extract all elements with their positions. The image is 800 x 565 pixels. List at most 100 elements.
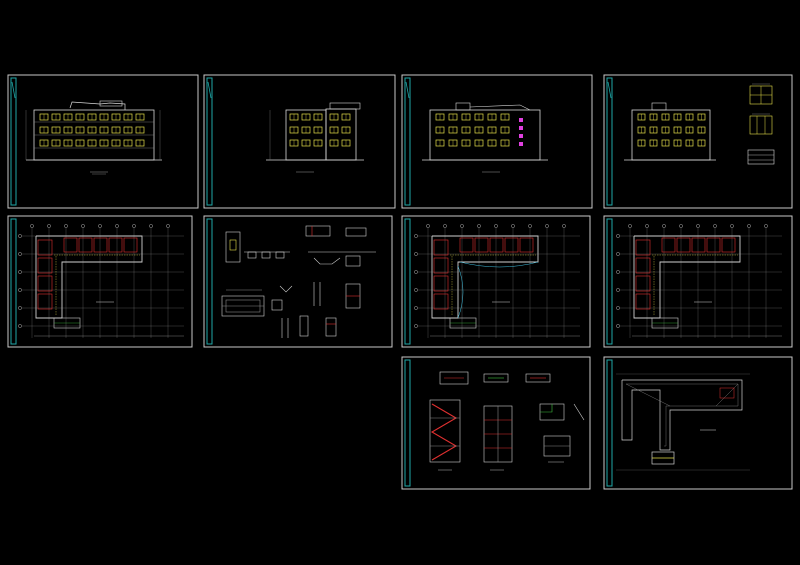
sheet-frame	[7, 215, 193, 348]
axis-bubble	[18, 270, 22, 274]
title-strip	[404, 218, 411, 345]
room	[37, 257, 53, 274]
axis-bubble	[645, 224, 649, 228]
sheet-3-elevation[interactable]	[401, 74, 593, 209]
signage	[519, 118, 523, 146]
canopy-curve	[457, 265, 464, 319]
room	[635, 275, 651, 292]
sheet-frame	[401, 74, 593, 209]
window-details	[747, 83, 775, 165]
building-elevation	[266, 102, 364, 161]
room	[635, 293, 651, 310]
axis-bubble	[18, 252, 22, 256]
room	[661, 237, 676, 253]
title-strip	[404, 359, 411, 487]
axis-bubble	[616, 252, 620, 256]
axis-bubble	[132, 224, 136, 228]
room	[474, 237, 489, 253]
room	[123, 237, 138, 253]
axis-bubble	[713, 224, 717, 228]
title-strip	[606, 77, 613, 206]
room	[706, 237, 721, 253]
exterior-wall	[633, 235, 741, 319]
canopy-curve	[459, 261, 539, 268]
sheet-10-roof-plan[interactable]	[603, 356, 793, 490]
axis-bubble	[494, 224, 498, 228]
axis-bubble	[18, 234, 22, 238]
axis-bubble	[460, 224, 464, 228]
room	[93, 237, 108, 253]
axis-bubble	[764, 224, 768, 228]
room	[433, 293, 449, 310]
axis-bubble	[528, 224, 532, 228]
axis-bubble	[414, 270, 418, 274]
sheet-frame	[203, 215, 393, 348]
sheet-4-elevation-details[interactable]	[603, 74, 793, 209]
construction-details	[221, 225, 376, 338]
axis-bubble	[628, 224, 632, 228]
room	[635, 257, 651, 274]
axis-bubble	[414, 324, 418, 328]
axis-bubble	[414, 252, 418, 256]
axis-bubble	[562, 224, 566, 228]
room	[108, 237, 123, 253]
room	[459, 237, 474, 253]
sheet-8-floor-plan[interactable]	[603, 215, 793, 348]
title-strip	[404, 77, 411, 206]
room	[504, 237, 519, 253]
axis-bubble	[149, 224, 153, 228]
roof-outline	[616, 373, 750, 471]
title-strip	[206, 218, 213, 345]
title-strip	[606, 359, 613, 487]
sheet-frame	[401, 356, 591, 490]
room	[37, 239, 53, 256]
building-elevation	[624, 102, 716, 161]
sheet-9-stair-sections[interactable]	[401, 356, 591, 490]
axis-bubble	[115, 224, 119, 228]
room	[37, 275, 53, 292]
sheet-frame	[401, 215, 591, 348]
sheet-1-elevation[interactable]	[7, 74, 199, 209]
axis-bubble	[616, 288, 620, 292]
building-elevation	[422, 102, 548, 161]
room	[519, 237, 534, 253]
axis-bubble	[477, 224, 481, 228]
sheet-2-elevation[interactable]	[203, 74, 396, 209]
room	[489, 237, 504, 253]
exterior-wall	[431, 235, 539, 319]
axis-bubble	[18, 288, 22, 292]
sheet-frame	[7, 74, 199, 209]
axis-bubble	[414, 288, 418, 292]
title-strip	[606, 218, 613, 345]
axis-bubble	[730, 224, 734, 228]
exterior-wall	[35, 235, 143, 319]
title-strip	[206, 77, 213, 206]
axis-bubble	[98, 224, 102, 228]
axis-bubble	[443, 224, 447, 228]
room	[691, 237, 706, 253]
sheet-frame	[203, 74, 396, 209]
axis-bubble	[30, 224, 34, 228]
axis-bubble	[616, 270, 620, 274]
l-shaped-plan	[616, 224, 782, 338]
axis-bubble	[166, 224, 170, 228]
window-grid	[289, 113, 351, 147]
room	[721, 237, 736, 253]
axis-bubble	[747, 224, 751, 228]
sheet-frame	[603, 356, 793, 490]
room	[78, 237, 93, 253]
l-shaped-plan	[414, 224, 580, 338]
axis-bubble	[616, 306, 620, 310]
sheet-6-details[interactable]	[203, 215, 393, 348]
axis-bubble	[679, 224, 683, 228]
sheet-5-floor-plan[interactable]	[7, 215, 193, 348]
axis-bubble	[81, 224, 85, 228]
room	[635, 239, 651, 256]
sheet-7-floor-plan[interactable]	[401, 215, 591, 348]
title-strip	[10, 218, 17, 345]
sheet-frame	[603, 215, 793, 348]
room	[433, 275, 449, 292]
window-grid	[435, 113, 510, 147]
